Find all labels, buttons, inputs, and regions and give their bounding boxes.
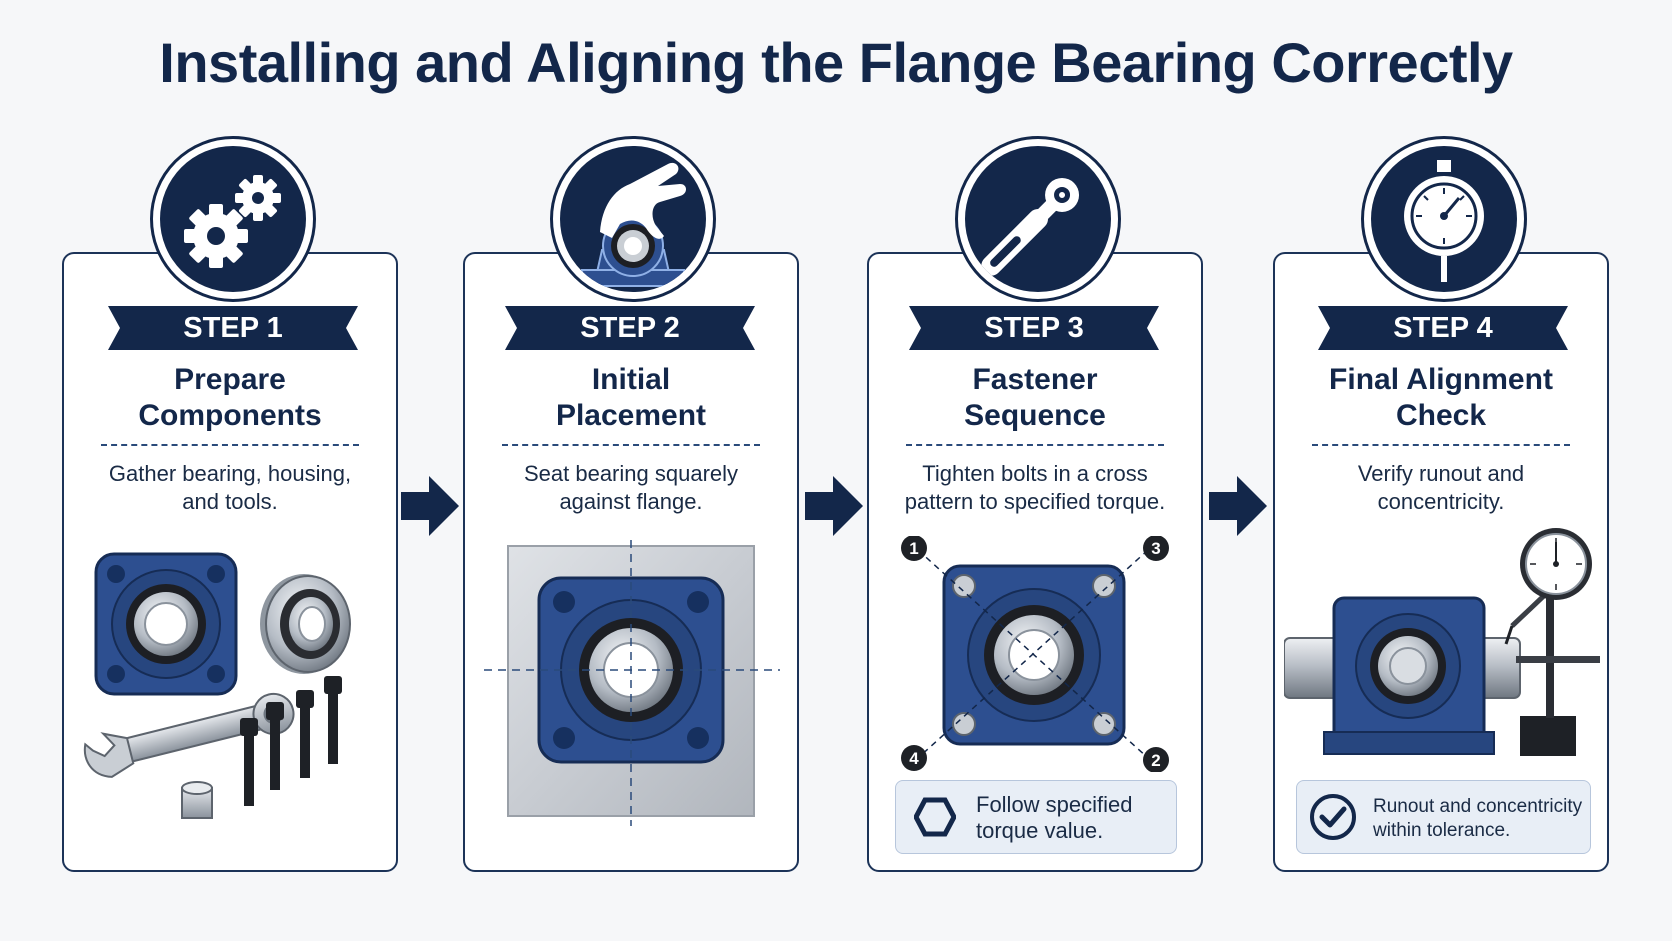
step-2-ribbon: STEP 2 xyxy=(505,306,755,350)
arrow-right-icon xyxy=(1209,476,1267,536)
torque-wrench-icon xyxy=(981,177,1080,276)
step-3-icon-badge xyxy=(955,136,1121,302)
step-1-description: Gather bearing, housing,and tools. xyxy=(108,461,352,514)
gears-icon xyxy=(184,175,281,268)
hand-bearing-icon xyxy=(581,162,686,287)
flange-bearing-unit xyxy=(537,576,725,764)
placement-illustration xyxy=(484,540,780,826)
spacer-bushing xyxy=(181,781,213,819)
ball-bearing xyxy=(260,574,351,674)
arrow-right-icon xyxy=(805,476,863,536)
step-1-icon-badge xyxy=(150,136,316,302)
step-4-label: STEP 4 xyxy=(1393,312,1493,344)
step-1-label: STEP 1 xyxy=(183,312,283,344)
bolt-order-3: 4 xyxy=(909,749,919,768)
step-2-label: STEP 2 xyxy=(580,312,680,344)
step-4-ribbon: STEP 4 xyxy=(1318,306,1568,350)
page-title: Installing and Aligning the Flange Beari… xyxy=(159,31,1513,94)
hex-nut-icon xyxy=(914,797,956,837)
bolt-sequence-illustration: 1 3 4 2 xyxy=(901,536,1169,772)
arrow-right-icon xyxy=(401,476,459,536)
pillow-block-bearing xyxy=(1323,596,1495,755)
step-2-icon-badge xyxy=(550,136,716,302)
bolt-heads xyxy=(952,574,1116,736)
dial-indicator-icon xyxy=(1404,160,1484,282)
bolt-order-1: 1 xyxy=(909,539,918,558)
bolt-order-2: 3 xyxy=(1151,539,1160,558)
checkmark-icon xyxy=(1310,794,1356,840)
step-1-divider xyxy=(101,444,359,446)
flange-bearing-unit xyxy=(94,552,238,696)
runout-check-illustration xyxy=(1284,528,1600,756)
cross-pattern-lines xyxy=(917,549,1149,759)
step-4-icon-badge xyxy=(1361,136,1527,302)
wrench xyxy=(83,692,295,778)
step-3-ribbon: STEP 3 xyxy=(909,306,1159,350)
step-3-label: STEP 3 xyxy=(984,312,1084,344)
dial-indicator-stand xyxy=(1504,528,1600,756)
bolt-order-badges: 1 3 4 2 xyxy=(901,536,1169,772)
bolts xyxy=(240,676,342,806)
bolt-order-4: 2 xyxy=(1151,751,1160,770)
components-illustration xyxy=(83,552,351,819)
step-4-divider xyxy=(1312,444,1570,446)
step-3-divider xyxy=(906,444,1164,446)
step-2-divider xyxy=(502,444,760,446)
step-1-ribbon: STEP 1 xyxy=(108,306,358,350)
